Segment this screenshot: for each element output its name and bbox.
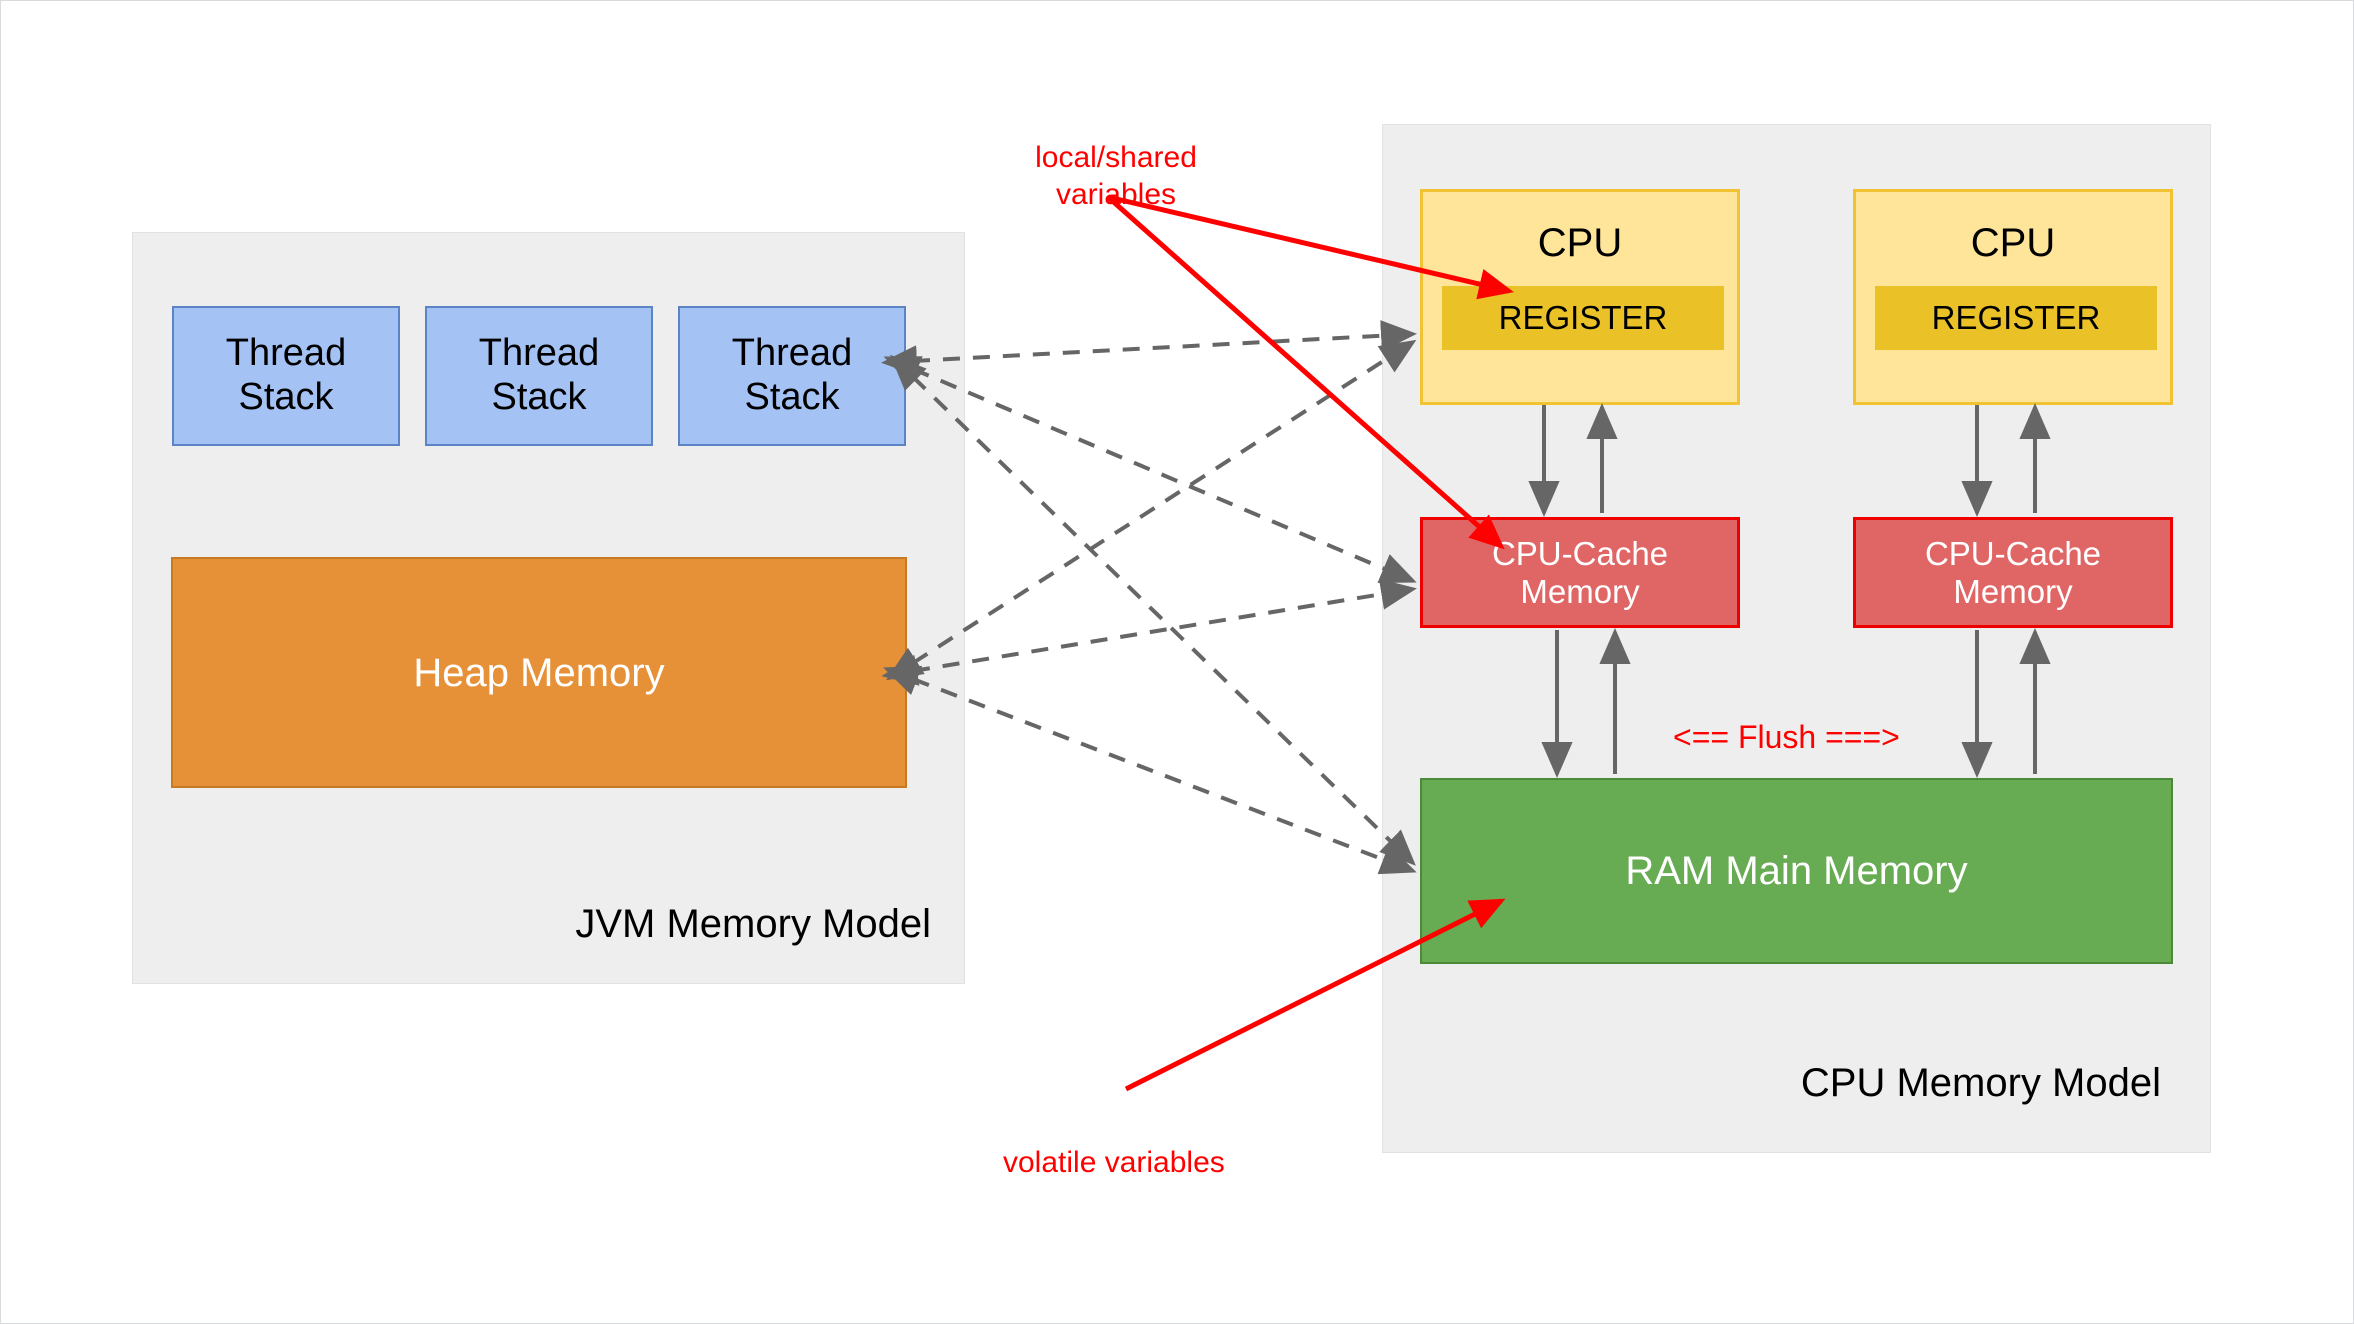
jvm-memory-model-label: JVM Memory Model xyxy=(575,902,931,946)
cpu-title-2: CPU xyxy=(1970,221,2056,265)
ram-main-memory-label: RAM Main Memory xyxy=(1625,849,1968,893)
ram-main-memory-box[interactable]: RAM Main Memory xyxy=(1420,778,2173,964)
cpu-box-2[interactable]: CPU REGISTER xyxy=(1853,189,2173,405)
cpu-box-1[interactable]: CPU REGISTER xyxy=(1420,189,1740,405)
register-label-2: REGISTER xyxy=(1931,299,2101,337)
connector-threadstack-to-cache xyxy=(883,356,1417,583)
volatile-variables-annotation: volatile variables xyxy=(1003,1145,1225,1179)
heap-memory-box[interactable]: Heap Memory xyxy=(171,557,907,788)
connector-heap-to-cache xyxy=(881,578,1417,686)
cpu-title-1: CPU xyxy=(1537,221,1623,265)
jvm-to-cpu-connectors xyxy=(881,320,1417,875)
register-label-1: REGISTER xyxy=(1498,299,1668,337)
flush-label: <== Flush ===> xyxy=(1673,719,1900,755)
connector-threadstack-to-register xyxy=(881,320,1417,377)
register-box-2[interactable]: REGISTER xyxy=(1875,286,2157,350)
local-shared-variables-annotation: local/shared variables xyxy=(1035,140,1197,212)
register-box-1[interactable]: REGISTER xyxy=(1442,286,1724,350)
heap-memory-label: Heap Memory xyxy=(413,650,665,695)
connector-threadstack-to-ram xyxy=(890,354,1416,866)
connector-heap-to-register xyxy=(886,339,1417,681)
connector-heap-to-ram xyxy=(883,665,1417,875)
cpu-memory-model-label: CPU Memory Model xyxy=(1800,1061,2161,1105)
